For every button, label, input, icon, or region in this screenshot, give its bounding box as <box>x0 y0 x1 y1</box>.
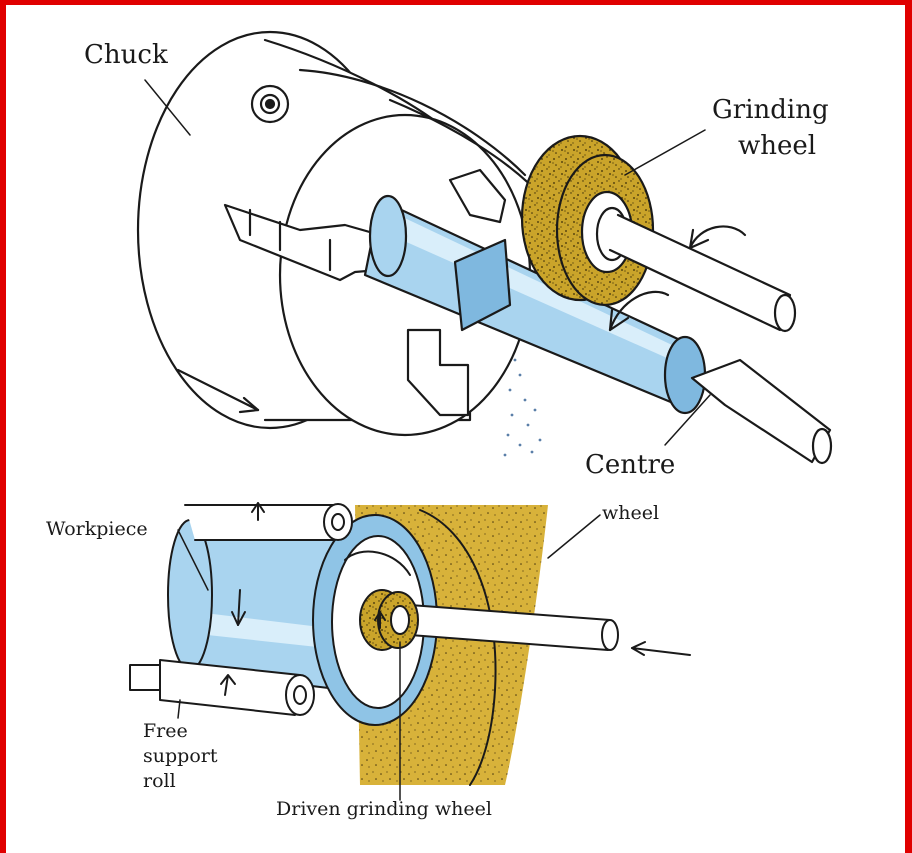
label-free-support-roll-line1: Free <box>143 720 188 742</box>
label-driven-grinding-wheel: Driven grinding wheel <box>276 798 492 820</box>
label-free-support-roll-line2: support <box>143 745 218 767</box>
sparks <box>503 358 542 457</box>
workpiece-top <box>363 194 707 415</box>
chuck <box>136 30 547 437</box>
label-wheel: wheel <box>602 502 660 524</box>
label-centre: Centre <box>585 450 676 480</box>
label-free-support-roll-line3: roll <box>143 770 176 792</box>
label-chuck: Chuck <box>84 40 168 70</box>
support-rolls <box>129 502 353 716</box>
grinding-wheel-top <box>520 134 797 333</box>
centre-top <box>690 358 833 465</box>
bottom-figure <box>129 502 691 801</box>
label-grinding-wheel-line1: Grinding <box>712 95 829 125</box>
label-grinding-wheel-line2: wheel <box>738 131 817 161</box>
label-workpiece: Workpiece <box>46 518 148 540</box>
top-figure <box>136 30 833 465</box>
driven-grinding-wheel <box>359 589 691 656</box>
